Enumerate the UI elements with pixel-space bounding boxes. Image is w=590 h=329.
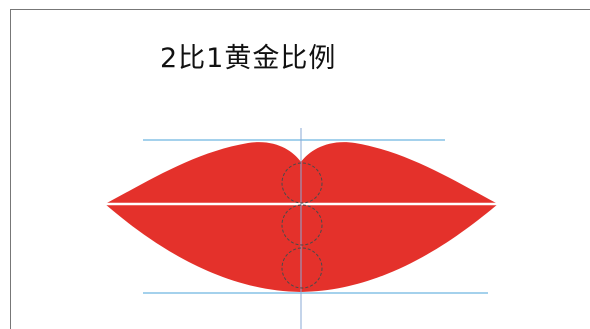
frame-top-edge [10,9,590,10]
proportion-circle-top [281,162,323,204]
proportion-circle-middle [281,204,323,246]
proportion-circle-bottom [281,247,323,289]
frame-left-edge [10,9,11,329]
page-title: 2比1黄金比例 [160,43,337,74]
